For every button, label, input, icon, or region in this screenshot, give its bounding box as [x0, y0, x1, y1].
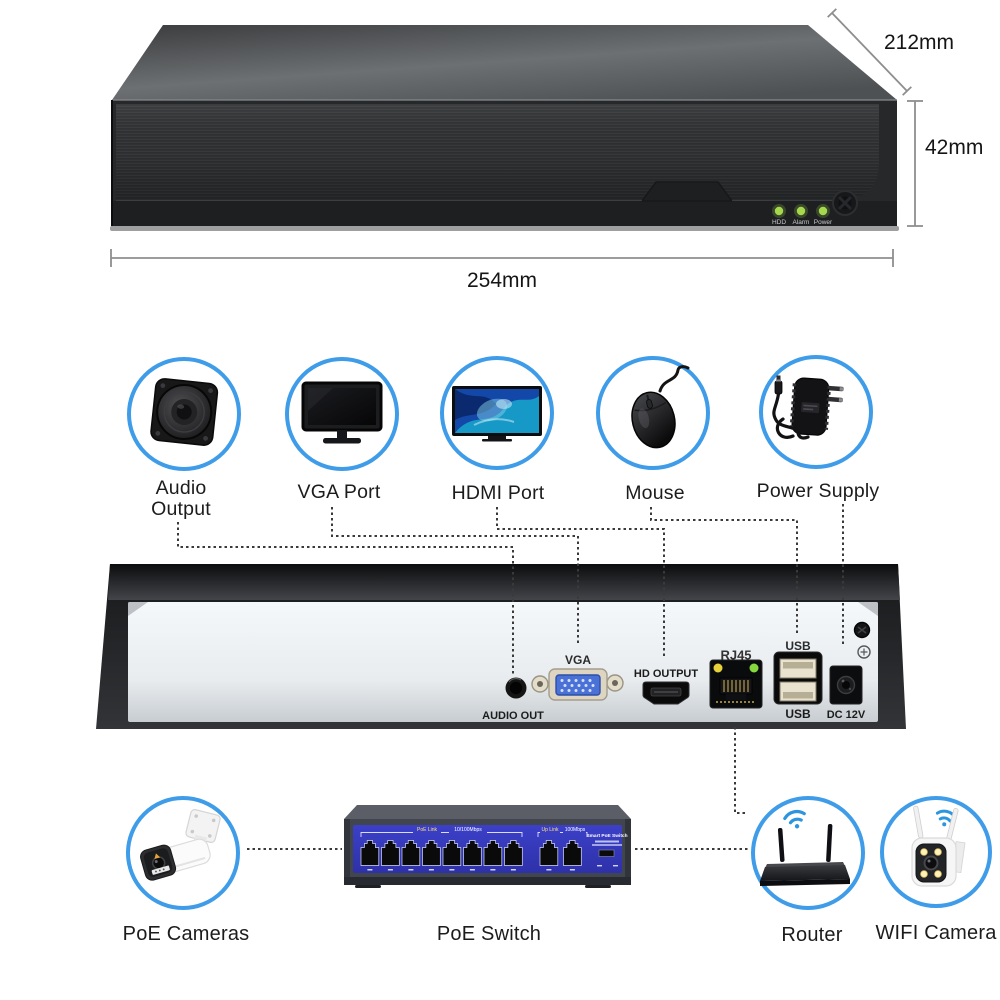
usb-ports	[773, 651, 823, 705]
poe-group-label: PoE Link	[417, 827, 438, 833]
rj45-port	[709, 659, 763, 709]
audio-out-label: AUDIO OUT	[482, 710, 544, 722]
uplink-group-label: Up Link	[542, 827, 559, 833]
poe-group-speed: 10/100Mbps	[454, 827, 482, 833]
mouse-icon	[631, 365, 690, 449]
hd-output-label: HD OUTPUT	[633, 668, 699, 680]
hdd-led-label: HDD	[772, 219, 786, 226]
speaker-icon	[150, 378, 219, 446]
audio-out-port	[505, 677, 527, 699]
width-dimension: 254mm	[466, 269, 538, 292]
vga-port-label: VGA	[564, 653, 592, 667]
caption-hdmi-port: HDMI Port	[451, 482, 545, 504]
switch-brand-label: Smart PoE Switch	[586, 833, 627, 839]
front-knob-icon	[832, 190, 858, 216]
hdmi-port-circle	[440, 356, 554, 470]
height-dimension: 42mm	[925, 136, 984, 159]
nvr-front-view: HDD Alarm Power	[110, 25, 899, 231]
wifi-camera-icon	[911, 805, 966, 887]
dimension-lines	[110, 8, 923, 267]
usb-top-label: USB	[785, 639, 811, 653]
depth-dimension: 212mm	[884, 31, 955, 54]
poe-switch-device: PoE Link 10/100Mbps Up Link 100Mbps Smar…	[344, 805, 631, 888]
rj45-label: RJ45	[720, 647, 752, 663]
rj45-yellow-led-icon	[713, 663, 723, 673]
caption-wifi-camera: WIFI Camera	[875, 922, 997, 944]
status-leds: HDD Alarm Power	[772, 204, 833, 226]
grounding-symbol-icon	[857, 645, 871, 659]
rj45-green-led-icon	[749, 663, 759, 673]
mouse-circle	[596, 356, 710, 470]
poe-cameras-circle	[126, 796, 240, 910]
chassis-screw-icon	[853, 621, 871, 639]
vga-port	[531, 668, 624, 701]
router-circle	[751, 796, 865, 910]
depth-dim-line	[831, 12, 908, 92]
poe-camera-icon	[140, 809, 221, 881]
nvr-top-face	[112, 25, 897, 100]
uplink-group-speed: 100Mbps	[565, 827, 586, 833]
connector-line-rj45-router	[734, 727, 748, 814]
vga-port-circle	[285, 357, 399, 471]
dc-12v-label: DC 12V	[826, 709, 866, 721]
wifi-signal-icon	[783, 809, 806, 829]
power-supply-circle	[759, 355, 873, 469]
front-notch	[641, 181, 733, 202]
vga-monitor-icon	[301, 381, 383, 444]
wifi-camera-circle	[880, 796, 992, 908]
caption-vga-port: VGA Port	[297, 481, 381, 503]
hdmi-port	[642, 681, 690, 705]
caption-poe-cameras: PoE Cameras	[122, 923, 250, 945]
alarm-led-label: Alarm	[793, 219, 810, 226]
audio-output-circle	[127, 357, 241, 471]
alarm-led-icon	[796, 206, 806, 216]
dc-power-jack	[829, 665, 863, 705]
power-led-label: Power	[814, 219, 833, 226]
power-led-icon	[818, 206, 828, 216]
caption-poe-switch: PoE Switch	[436, 923, 542, 945]
router-icon	[760, 809, 850, 886]
caption-audio-output: Audio Output	[151, 477, 211, 520]
power-adapter-icon	[772, 375, 844, 440]
rear-io-panel	[128, 602, 878, 722]
hdd-led-icon	[774, 206, 784, 216]
caption-power-supply: Power Supply	[756, 480, 880, 502]
caption-router: Router	[781, 924, 843, 946]
usb-bottom-label: USB	[785, 707, 811, 721]
hdmi-tv-icon	[452, 386, 542, 442]
caption-mouse: Mouse	[625, 482, 685, 504]
